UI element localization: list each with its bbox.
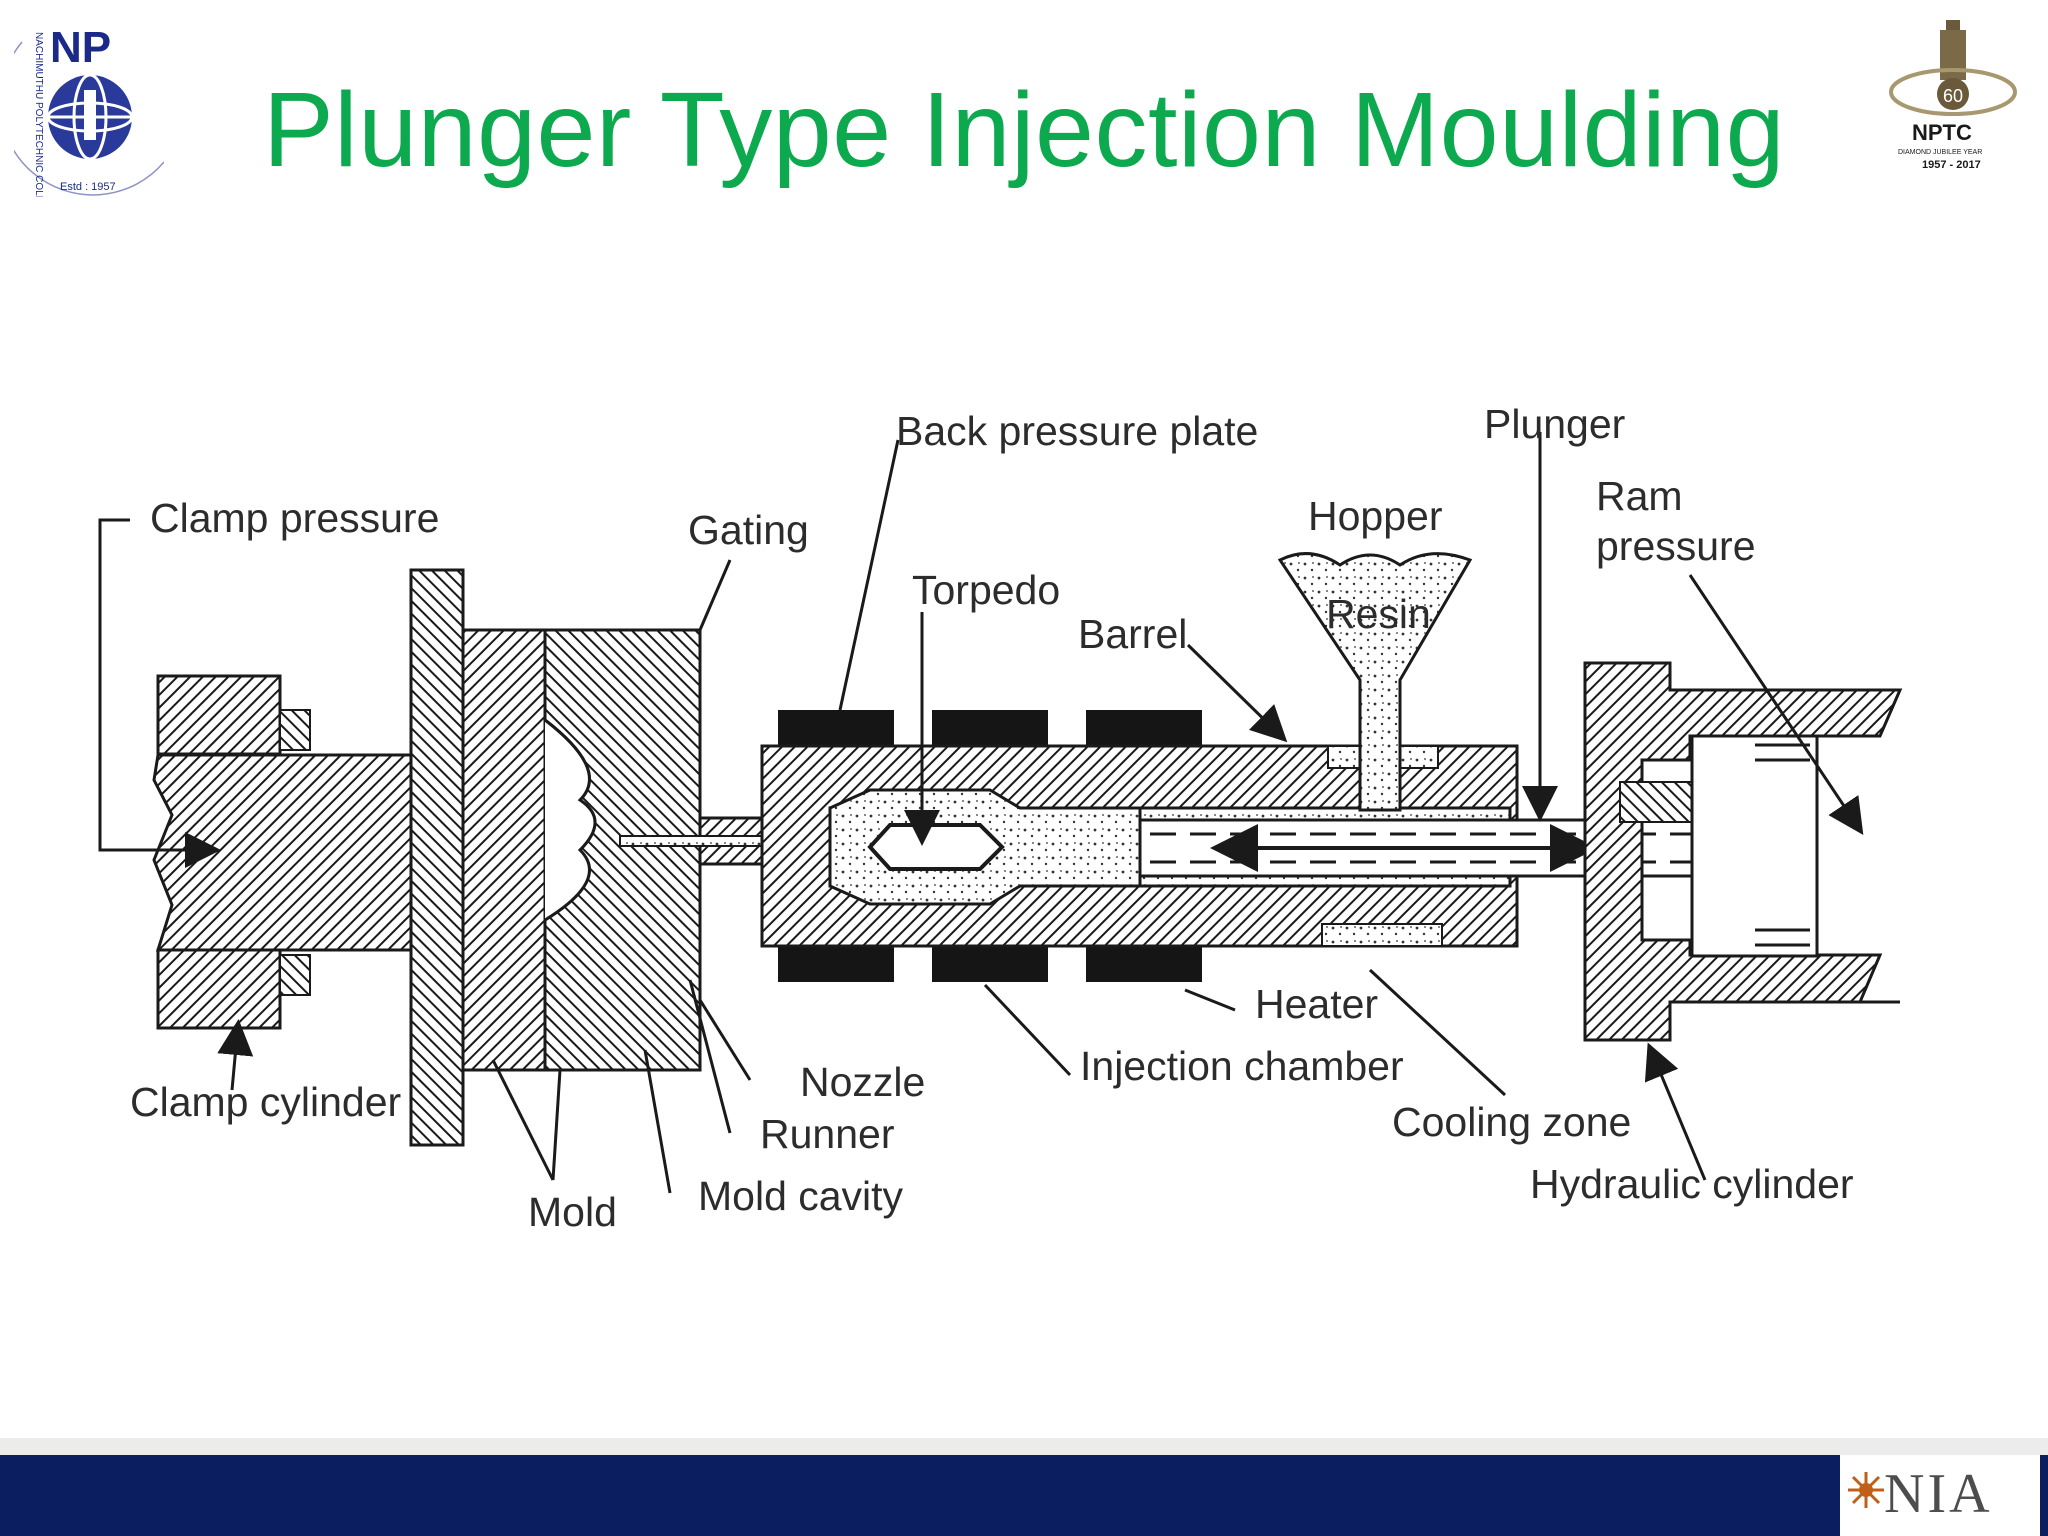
label-back-pressure-plate: Back pressure plate (896, 408, 1258, 454)
jubilee-number: 60 (1943, 86, 1963, 106)
footer-divider (0, 1438, 2048, 1455)
cooling-zone (1321, 923, 1443, 947)
mold (461, 628, 702, 1072)
label-nozzle: Nozzle (800, 1059, 925, 1105)
logo-ring-text: NACHIMUTHU POLYTECHNIC COLLEGE POLLACHI (33, 32, 44, 197)
platen (409, 568, 465, 1147)
college-logo: NP NACHIMUTHU POLYTECHNIC COLLEGE POLLAC… (14, 23, 164, 197)
logo-established: Estd : 1957 (60, 181, 116, 193)
label-plunger: Plunger (1484, 401, 1625, 447)
nia-logo-text: NIA (1884, 1463, 1993, 1525)
label-injection-chamber: Injection chamber (1080, 1043, 1404, 1089)
heaters (778, 710, 1202, 982)
jubilee-years: 1957 - 2017 (1922, 159, 1981, 171)
label-clamp-cylinder: Clamp cylinder (130, 1079, 401, 1125)
label-gating: Gating (688, 507, 809, 553)
label-runner: Runner (760, 1111, 894, 1157)
hopper (1277, 552, 1473, 812)
torpedo (867, 823, 1005, 871)
label-clamp-pressure: Clamp pressure (150, 495, 439, 541)
label-mold: Mold (528, 1189, 617, 1235)
logo-initials: NP (50, 23, 111, 72)
page-title: Plunger Type Injection Moulding (262, 71, 1786, 189)
label-torpedo: Torpedo (912, 567, 1060, 613)
jubilee-subtitle: DIAMOND JUBILEE YEAR (1898, 149, 1982, 156)
plunger (1138, 818, 1752, 878)
label-cooling-zone: Cooling zone (1392, 1099, 1631, 1145)
label-heater: Heater (1255, 981, 1378, 1027)
nia-star-icon (1848, 1472, 1884, 1508)
leader-lines (98, 432, 1864, 1194)
label-barrel: Barrel (1078, 611, 1187, 657)
label-mold-cavity: Mold cavity (698, 1173, 904, 1219)
jubilee-name: NPTC (1912, 120, 1972, 145)
hydraulic-cylinder (1583, 661, 1903, 1042)
label-ram: Ram (1596, 473, 1683, 519)
footer-band (0, 1455, 2048, 1536)
label-resin: Resin (1326, 591, 1431, 637)
clamp-cylinder (152, 674, 417, 1030)
label-hopper: Hopper (1308, 493, 1442, 539)
jubilee-logo: 60 NPTC DIAMOND JUBILEE YEAR 1957 - 2017 (1889, 20, 2017, 171)
label-hydraulic-cylinder: Hydraulic cylinder (1530, 1161, 1854, 1207)
label-pressure: pressure (1596, 523, 1756, 569)
